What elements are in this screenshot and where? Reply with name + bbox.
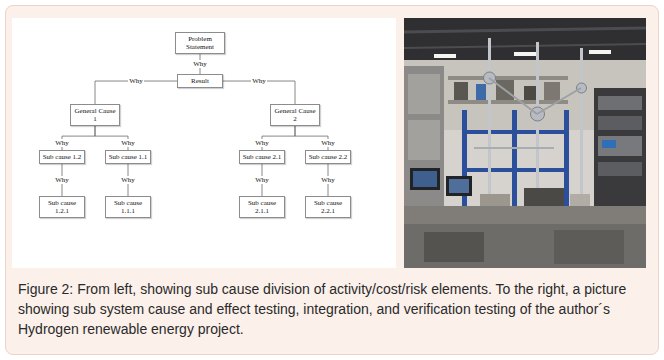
cause-box: Sub cause 2.1	[239, 150, 285, 164]
cause-box: General Cause 1	[70, 104, 120, 126]
why-label: Why	[320, 139, 336, 147]
cause-box: General Cause 2	[270, 104, 320, 126]
work-bench	[404, 168, 646, 268]
box-text: Problem Statement	[178, 35, 222, 51]
box-text: Sub cause 2.1	[242, 153, 282, 161]
why-label: Why	[54, 176, 70, 184]
box-text: Sub cause 1.2.1	[42, 199, 82, 215]
steel-poles	[474, 38, 587, 208]
box-text: Result	[180, 77, 220, 85]
box-text: Sub cause 1.1.1	[108, 199, 148, 215]
box-text: Sub cause 2.2	[308, 153, 348, 161]
why-label: Why	[251, 77, 267, 85]
cause-box: Sub cause 1.1.1	[105, 196, 151, 218]
cause-box: Sub cause 1.2.1	[39, 196, 85, 218]
why-label: Why	[254, 176, 270, 184]
lab-photo	[404, 18, 646, 268]
cause-box: Sub cause 2.2.1	[305, 196, 351, 218]
box-text: General Cause 2	[273, 107, 317, 123]
figure-caption: Figure 2: From left, showing sub cause d…	[18, 279, 646, 339]
cause-box: Sub cause 2.2	[305, 150, 351, 164]
why-label: Why	[54, 139, 70, 147]
why-label: Why	[192, 60, 208, 68]
cause-box: Sub cause 1.2	[39, 150, 85, 164]
box-text: Sub cause 2.1.1	[242, 199, 282, 215]
left-cabinet	[404, 66, 444, 216]
why-label: Why	[120, 139, 136, 147]
why-label: Why	[128, 77, 144, 85]
box-text: General Cause 1	[73, 107, 117, 123]
why-label: Why	[254, 139, 270, 147]
blue-test-frame	[462, 110, 569, 210]
cause-box: Sub cause 1.1	[105, 150, 151, 164]
cause-box: Problem Statement	[175, 32, 225, 54]
equipment-rack	[594, 88, 646, 218]
why-label: Why	[320, 176, 336, 184]
cause-box: Result	[177, 74, 223, 88]
box-text: Sub cause 1.1	[108, 153, 148, 161]
why-label: Why	[120, 176, 136, 184]
lab-room	[404, 18, 646, 268]
box-text: Sub cause 1.2	[42, 153, 82, 161]
cause-box: Sub cause 2.1.1	[239, 196, 285, 218]
box-text: Sub cause 2.2.1	[308, 199, 348, 215]
